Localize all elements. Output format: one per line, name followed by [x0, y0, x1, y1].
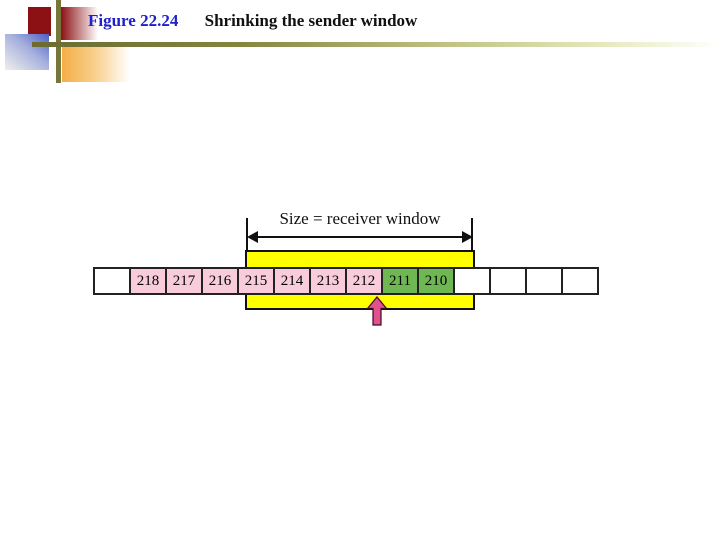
sequence-cell-211: 211 — [381, 267, 419, 295]
logo-red-square — [28, 7, 51, 36]
logo-blue-square — [5, 34, 49, 70]
sequence-cell-empty — [93, 267, 131, 295]
logo-vertical-line — [56, 0, 61, 83]
receiver-window-size-label: Size = receiver window — [279, 209, 441, 228]
sequence-cell-217: 217 — [165, 267, 203, 295]
figure-number-label: Figure 22.24 — [88, 11, 179, 30]
sequence-cell-empty — [453, 267, 491, 295]
arrowhead-right-icon — [462, 231, 473, 243]
arrowhead-left-icon — [247, 231, 258, 243]
logo-orange-square — [62, 47, 130, 82]
sequence-cell-empty — [525, 267, 563, 295]
slide-title: Figure 22.24 Shrinking the sender window — [88, 11, 417, 31]
sequence-cell-216: 216 — [201, 267, 239, 295]
measure-double-arrow — [247, 231, 473, 243]
figure-caption-label: Shrinking the sender window — [204, 11, 418, 30]
sequence-cell-210: 210 — [417, 267, 455, 295]
sequence-cell-212: 212 — [345, 267, 383, 295]
sequence-cell-214: 214 — [273, 267, 311, 295]
sequence-cell-213: 213 — [309, 267, 347, 295]
header-rule-line — [32, 42, 720, 47]
sequence-cell-empty — [561, 267, 599, 295]
logo-red-gradient — [61, 7, 98, 40]
pointer-up-arrow-icon — [366, 296, 388, 326]
sequence-cell-218: 218 — [129, 267, 167, 295]
sequence-cell-215: 215 — [237, 267, 275, 295]
sequence-cell-empty — [489, 267, 527, 295]
